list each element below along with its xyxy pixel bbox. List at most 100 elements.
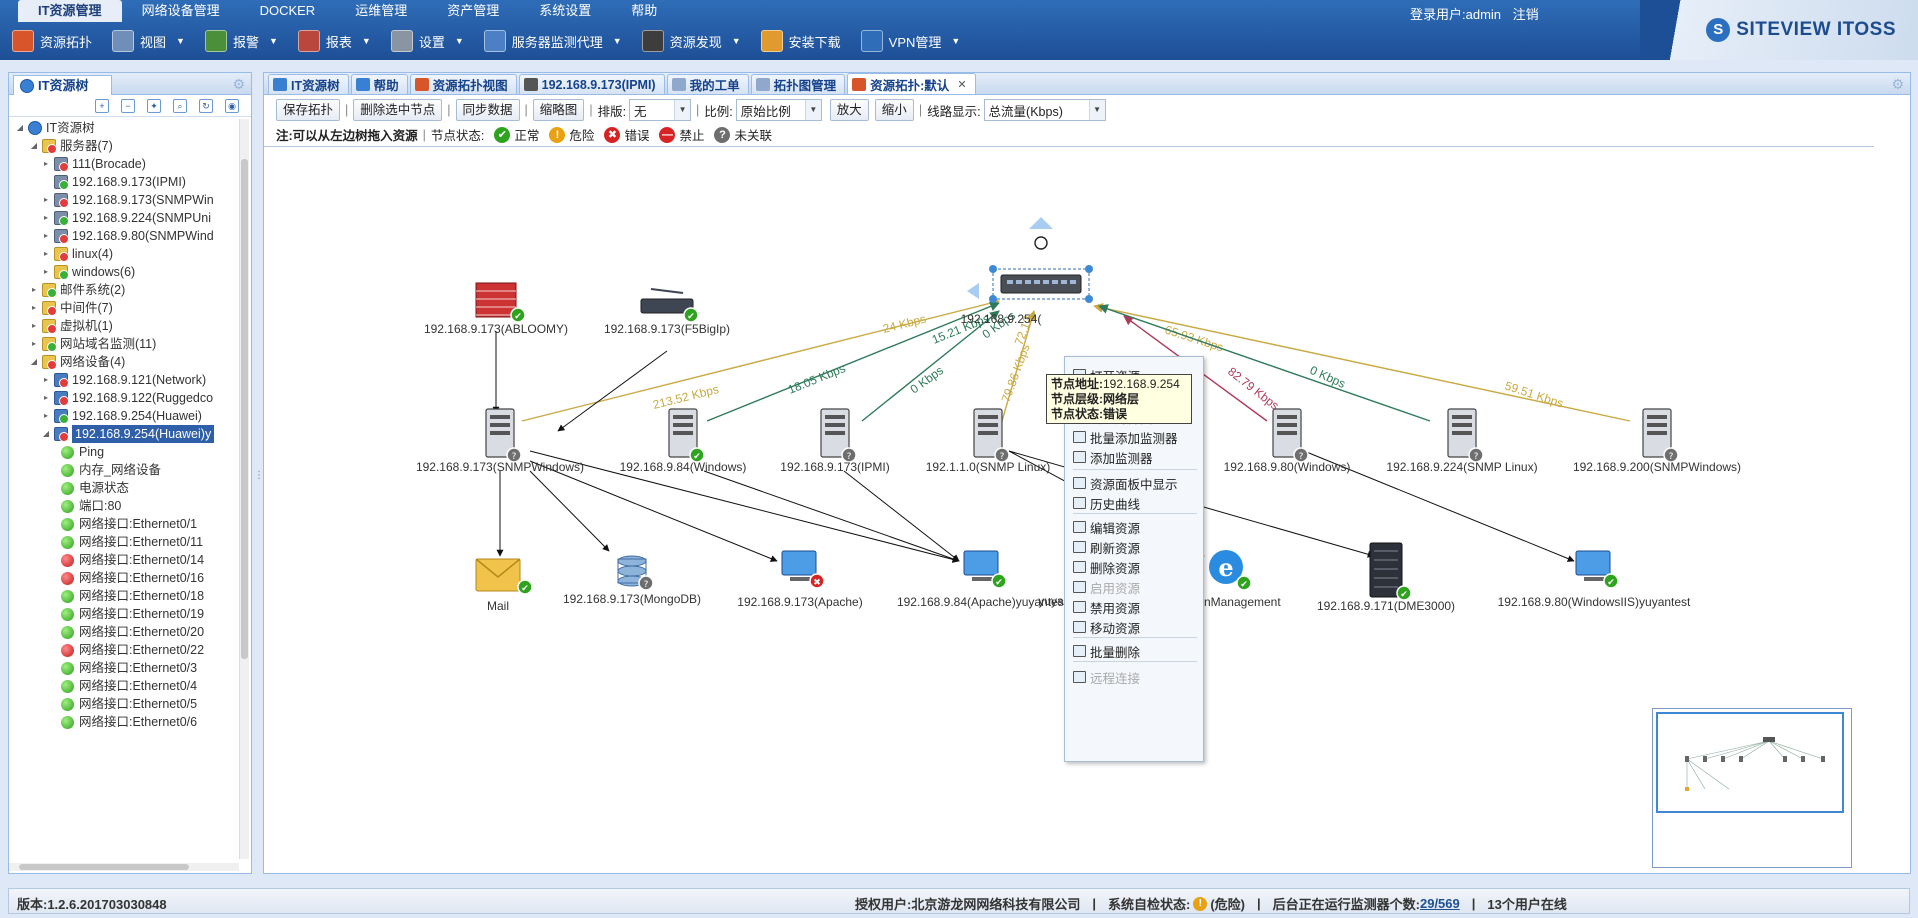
tree-horizontal-scrollbar[interactable] [9,863,239,871]
context-menu-item[interactable]: 删除资源 [1065,557,1203,577]
tab-4[interactable]: 我的工单 [666,74,749,94]
tree-node[interactable]: ◢服务器(7) [29,137,113,155]
context-menu-item[interactable]: 刷新资源 [1065,537,1203,557]
line-display-select[interactable]: 总流量(Kbps) ▼ [983,99,1106,121]
collapse-arrow-icon[interactable]: ◢ [30,141,38,150]
tab-5[interactable]: 拓扑图管理 [750,74,846,94]
tree-node[interactable]: ▸192.168.9.224(SNMPUni [41,209,211,227]
layout-select[interactable]: 无 ▼ [629,99,692,121]
menu-system-settings[interactable]: 系统设置 [539,3,592,18]
tab-2[interactable]: 资源拓扑视图 [409,74,517,94]
collapse-arrow-icon[interactable]: ◢ [42,429,50,438]
tree-node[interactable]: 电源状态 [61,479,129,497]
expand-arrow-icon[interactable]: ▸ [43,411,48,420]
context-menu-item[interactable]: 禁用资源 [1065,597,1203,617]
tree-node[interactable]: 网络接口:Ethernet0/5 [61,695,197,713]
rotate-handle-icon[interactable] [1034,236,1048,250]
mail-icon[interactable] [475,558,521,592]
tree-node[interactable]: 网络接口:Ethernet0/6 [61,713,197,731]
delete-selected-nodes-button[interactable]: 删除选中节点 [353,99,443,121]
panel-splitter[interactable]: ⋮ [254,470,264,481]
scroll-thumb[interactable] [241,159,248,659]
expand-arrow-icon[interactable]: ▸ [43,267,48,276]
tree-node[interactable]: 内存_网络设备 [61,461,161,479]
toolbar-item-0[interactable]: 资源拓扑 [12,30,92,52]
monitor-icon[interactable] [781,550,817,576]
menu-it-resource[interactable]: IT资源管理 [18,0,122,22]
collapse-arrow-icon[interactable]: ◢ [30,357,38,366]
menu-docker[interactable]: DOCKER [259,3,316,18]
context-menu-item[interactable]: 添加监测器 [1065,447,1203,467]
resize-handle[interactable] [989,295,997,303]
toolbar-item-6[interactable]: 资源发现▼ [641,30,741,52]
expand-arrow-icon[interactable]: ▸ [43,375,48,384]
scroll-thumb[interactable] [19,864,189,870]
gear-icon[interactable]: ⚙ [1891,76,1904,92]
tab-1[interactable]: 帮助 [350,74,408,94]
tree-node[interactable]: 网络接口:Ethernet0/11 [61,533,203,551]
tab-6[interactable]: 资源拓扑:默认✕ [847,73,976,94]
menu-ops[interactable]: 运维管理 [355,3,408,18]
tree-node[interactable]: ▸linux(4) [41,245,113,263]
tree-node[interactable]: 端口:80 [61,497,121,515]
ie-icon[interactable] [1209,550,1243,584]
rack-icon[interactable] [1369,542,1403,598]
tree-node[interactable]: ◢网络设备(4) [29,353,125,371]
tree-node[interactable]: 网络接口:Ethernet0/14 [61,551,204,569]
context-menu-item[interactable]: 批量添加监测器 [1065,427,1203,447]
tree-node[interactable]: ▸192.168.9.254(Huawei) [41,407,202,425]
toolbar-item-5[interactable]: 服务器监测代理▼ [483,30,622,52]
selection-box[interactable] [992,268,1090,300]
expand-arrow-icon[interactable]: ▸ [43,159,48,168]
locate-icon[interactable]: ✦ [147,98,161,113]
tree-node[interactable]: 网络接口:Ethernet0/3 [61,659,197,677]
thumbnail-button[interactable]: 缩略图 [532,99,585,121]
expand-arrow-icon[interactable]: ▸ [43,393,48,402]
tree-node[interactable]: ▸网站域名监测(11) [29,335,156,353]
resize-handle[interactable] [1085,265,1093,273]
menu-network-device[interactable]: 网络设备管理 [141,3,220,18]
resize-handle[interactable] [989,265,997,273]
tree-node[interactable]: 网络接口:Ethernet0/18 [61,587,204,605]
toolbar-item-7[interactable]: 安装下载 [760,30,841,52]
tree-node[interactable]: ▸邮件系统(2) [29,281,125,299]
move-up-icon[interactable] [1029,217,1053,229]
expand-arrow-icon[interactable]: ▸ [43,249,48,258]
tree-node[interactable]: ▸虚拟机(1) [29,317,113,335]
context-menu-item[interactable]: 编辑资源 [1065,517,1203,537]
tab-3[interactable]: 192.168.9.173(IPMI) [518,74,665,94]
tree-node[interactable]: Ping [61,443,104,461]
zoom-out-button[interactable]: 缩小 [874,99,914,121]
expand-arrow-icon[interactable]: ▸ [31,285,36,294]
toolbar-item-2[interactable]: 报警▼ [204,30,278,52]
eye-icon[interactable]: ◉ [225,98,239,113]
expand-arrow-icon[interactable]: ▸ [43,213,48,222]
switch-icon[interactable] [1000,274,1082,294]
tree-node[interactable]: ▸windows(6) [41,263,135,281]
minimap-viewport[interactable] [1656,712,1844,813]
tree-node[interactable]: 网络接口:Ethernet0/1 [61,515,197,533]
expand-arrow-icon[interactable]: ▸ [31,321,36,330]
tree-node[interactable]: 网络接口:Ethernet0/4 [61,677,197,695]
sync-data-button[interactable]: 同步数据 [455,99,520,121]
monitors-count-link[interactable]: 29/569 [1419,896,1460,911]
tree-vertical-scrollbar[interactable] [239,119,249,859]
tree-panel-tab[interactable]: IT资源树 [13,75,112,95]
refresh-icon[interactable]: ↻ [199,98,213,113]
move-left-icon[interactable] [967,283,979,299]
monitor-icon[interactable] [1575,550,1611,576]
context-menu-item[interactable]: 移动资源 [1065,617,1203,637]
collapse-arrow-icon[interactable]: ◢ [16,123,24,132]
tree-node[interactable]: ▸192.168.9.122(Ruggedco [41,389,213,407]
toolbar-item-3[interactable]: 报表▼ [297,30,371,52]
tree-node[interactable]: ▸192.168.9.173(SNMPWin [41,191,214,209]
menu-help[interactable]: 帮助 [631,3,658,18]
menu-asset[interactable]: 资产管理 [447,3,500,18]
gear-icon[interactable]: ⚙ [232,76,245,92]
tree-node[interactable]: ▸192.168.9.80(SNMPWind [41,227,214,245]
tree-node[interactable]: 网络接口:Ethernet0/22 [61,641,204,659]
ratio-select[interactable]: 原始比例 ▼ [735,99,822,121]
tree-node[interactable]: 192.168.9.173(IPMI) [41,173,186,191]
